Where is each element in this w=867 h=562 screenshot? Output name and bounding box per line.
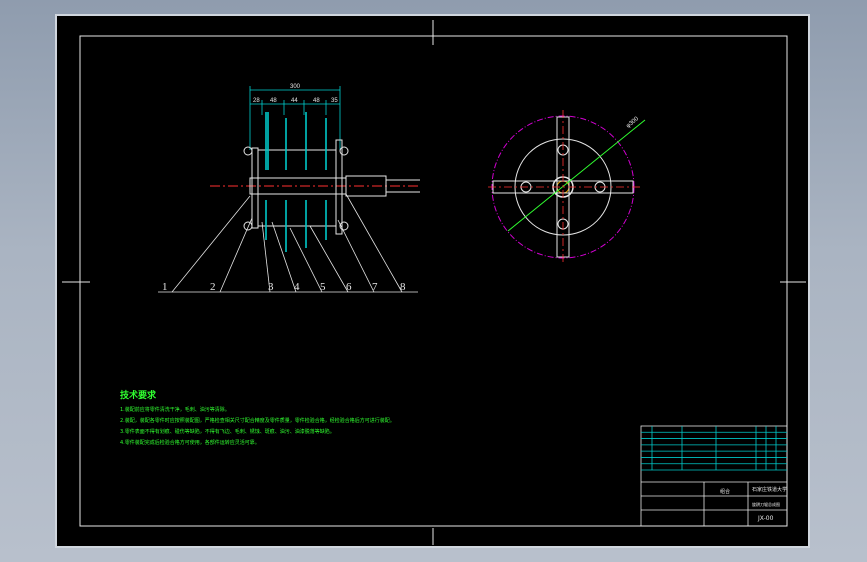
bom-table (641, 426, 787, 471)
dim-seg-2: 48 (270, 98, 277, 104)
front-view: 300 28 48 44 48 35 (158, 84, 420, 293)
title-school: 石家庄铁道大学 (752, 486, 787, 493)
balloon-8: 8 (400, 281, 406, 293)
tech-requirements: 技术要求 1.装配前应将零件清洗干净，毛刺、油污等清除。 2.装配，装配各零件时… (120, 389, 395, 446)
balloon-3: 3 (268, 281, 274, 293)
dim-seg-5: 35 (331, 98, 338, 104)
title-drawing-name: 旋耕刀辊总成图 (752, 501, 780, 507)
tech-line-1: 1.装配前应将零件清洗干净，毛刺、油污等清除。 (120, 406, 230, 413)
dim-overall: 300 (290, 84, 301, 90)
dim-diameter: φ300 (625, 116, 640, 130)
dim-seg-1: 28 (253, 98, 260, 104)
dim-seg-4: 48 (313, 98, 320, 104)
balloon-6: 6 (346, 281, 352, 293)
tech-line-4: 4.零件装配完成后检验合格方可使用，各部件运转应灵活可靠。 (120, 439, 260, 446)
tech-title: 技术要求 (120, 389, 157, 401)
balloon-2: 2 (210, 281, 216, 293)
title-block (640, 425, 788, 527)
dim-seg-3: 44 (291, 98, 298, 104)
tech-line-2: 2.装配，装配各零件时应按照装配图，严格检查相关尺寸配合精度及零件质量，零件检验… (120, 417, 395, 424)
tech-line-3: 3.零件表面不得有划痕、碰伤等缺陷，不得有飞边、毛刺、锈蚀、斑痕、油污、油漆脱落… (120, 428, 335, 435)
balloon-5: 5 (320, 281, 326, 293)
drawing-frame (62, 20, 806, 545)
balloon-4: 4 (294, 281, 300, 293)
balloon-1: 1 (162, 281, 168, 293)
title-material: 组合 (720, 488, 730, 495)
side-view: φ300 (488, 110, 646, 264)
balloon-7: 7 (372, 281, 378, 293)
title-drawing-no: JX-00 (757, 515, 774, 522)
